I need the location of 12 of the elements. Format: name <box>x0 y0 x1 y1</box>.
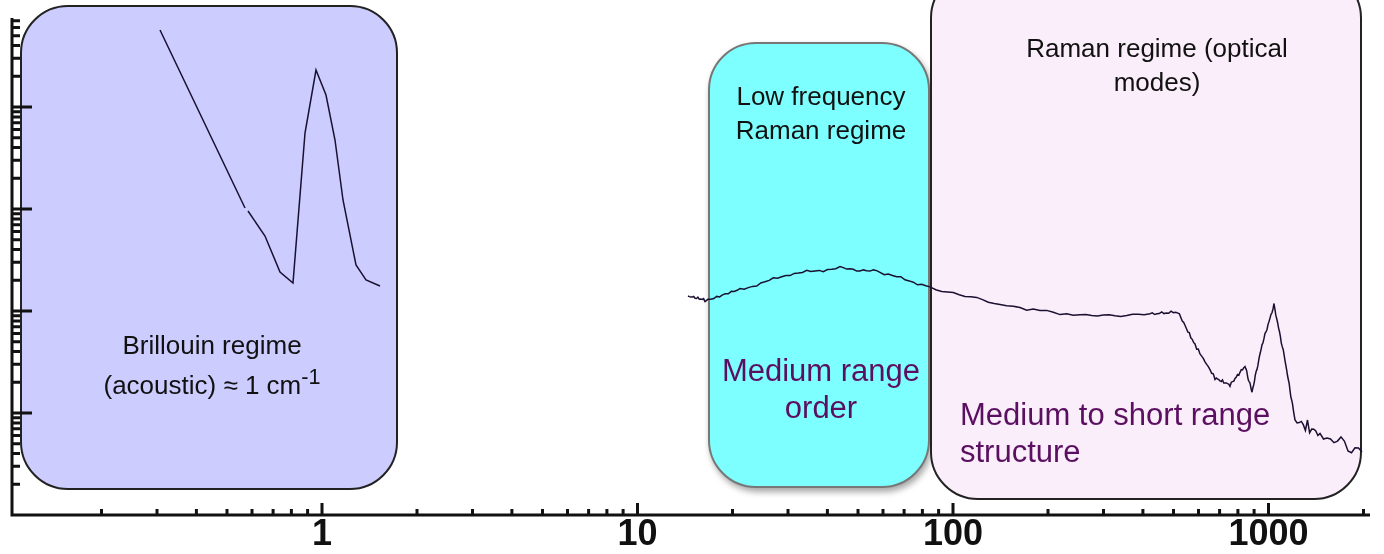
region-box <box>708 42 930 488</box>
axis-tick-label: 1 <box>312 512 332 554</box>
region-box <box>930 0 1362 500</box>
axis-tick-label: 10 <box>617 512 658 554</box>
axis-tick-label: 100 <box>922 512 984 554</box>
region-box <box>20 5 398 490</box>
region-title: Low frequency Raman regime <box>734 80 908 147</box>
region-note: Medium to short range structure <box>960 396 1272 471</box>
axis-tick-label: 1000 <box>1228 512 1309 554</box>
region-title: Raman regime (optical modes) <box>1025 32 1289 99</box>
region-note: Medium range order <box>720 352 922 427</box>
region-title: Brillouin regime (acoustic) ≈ 1 cm$^{-1}$ <box>102 329 322 402</box>
